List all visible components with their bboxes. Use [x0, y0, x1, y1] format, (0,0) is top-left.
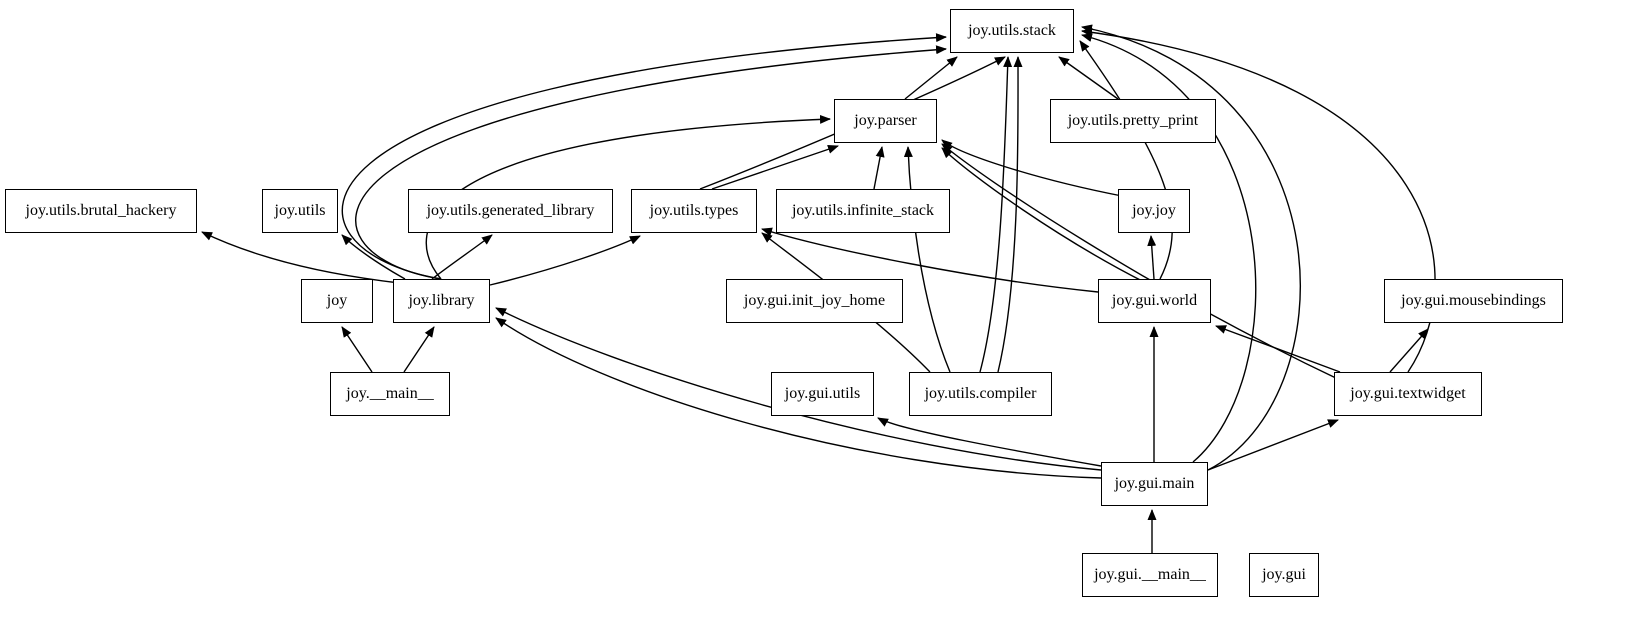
node-label: joy.utils.types — [649, 202, 739, 219]
node-label: joy.utils.pretty_print — [1067, 112, 1199, 129]
node-label: joy.parser — [854, 112, 917, 129]
edge-textwidget-to-guiworld — [1215, 325, 1341, 373]
node-label: joy.utils — [274, 202, 326, 219]
edge-guiworld-to-types — [761, 227, 1099, 293]
node-label: joy.joy — [1132, 202, 1176, 219]
node-joy-gui-dunder-main[interactable]: joy.gui.__main__ — [1082, 553, 1218, 597]
node-label: joy.gui.init_joy_home — [743, 292, 886, 309]
edge-compiler-to-stack-a — [979, 56, 1013, 373]
node-label: joy — [326, 292, 348, 309]
edge-guimain-to-stack-b — [1081, 24, 1302, 471]
edge-library-to-utils — [341, 234, 406, 280]
edge-prettyprint-to-stack — [1058, 56, 1119, 100]
edge-guiworld-to-parser — [941, 147, 1151, 286]
node-label: joy.utils.generated_library — [426, 202, 595, 219]
node-joy-utils-compiler[interactable]: joy.utils.compiler — [909, 372, 1052, 416]
node-joy-utils[interactable]: joy.utils — [262, 189, 338, 233]
edges — [201, 24, 1436, 553]
node-label: joy.gui.mousebindings — [1401, 292, 1546, 309]
node-joy[interactable]: joy — [301, 279, 373, 323]
node-joy-gui[interactable]: joy.gui — [1249, 553, 1319, 597]
node-joy-utils-brutal-hackery[interactable]: joy.utils.brutal_hackery — [5, 189, 197, 233]
node-joy-utils-pretty-print[interactable]: joy.utils.pretty_print — [1050, 99, 1216, 143]
node-joy-gui-utils[interactable]: joy.gui.utils — [771, 372, 874, 416]
edge-types-to-parser — [711, 144, 839, 190]
edge-infinitestack-to-parser — [873, 146, 885, 190]
edge-library-to-generatedlibrary — [431, 234, 493, 280]
node-label: joy.utils.stack — [968, 22, 1056, 39]
edge-guimain-to-library-a — [495, 307, 1102, 471]
node-joy-utils-types[interactable]: joy.utils.types — [631, 189, 757, 233]
node-joy-utils-infinite-stack[interactable]: joy.utils.infinite_stack — [776, 189, 950, 233]
node-label: joy.library — [408, 292, 475, 309]
node-label: joy.gui.world — [1111, 292, 1198, 309]
edge-main-to-library — [403, 326, 435, 373]
edge-guimain-to-library-b — [495, 317, 1102, 479]
edge-textwidget-to-parser — [941, 143, 1341, 381]
node-joy-joy[interactable]: joy.joy — [1118, 189, 1190, 233]
edge-library-to-parser — [425, 114, 831, 280]
node-joy-utils-stack[interactable]: joy.utils.stack — [950, 9, 1074, 53]
node-joy-gui-world[interactable]: joy.gui.world — [1098, 279, 1211, 323]
edge-guiworld-to-stack — [1079, 40, 1173, 280]
edge-guimain-to-guiutils — [877, 417, 1102, 467]
edge-guimain-to-textwidget — [1207, 419, 1339, 471]
edge-library-to-stack-b — [355, 45, 947, 280]
node-joy-gui-textwidget[interactable]: joy.gui.textwidget — [1334, 372, 1482, 416]
edge-compiler-to-parser — [903, 146, 951, 373]
edge-guimain-to-stack-a — [1081, 33, 1257, 463]
node-label: joy.gui.main — [1114, 475, 1195, 492]
node-joy-gui-main[interactable]: joy.gui.main — [1101, 462, 1208, 506]
edge-library-to-brutalhackery — [201, 231, 401, 284]
node-label: joy.utils.brutal_hackery — [25, 202, 177, 219]
node-joy-gui-init-joy-home[interactable]: joy.gui.init_joy_home — [726, 279, 903, 323]
node-joy-gui-mousebindings[interactable]: joy.gui.mousebindings — [1384, 279, 1563, 323]
edge-main-to-joy — [341, 326, 373, 373]
edge-textwidget-to-mousebindings — [1389, 328, 1429, 373]
node-label: joy.__main__ — [346, 385, 434, 402]
edge-compiler-to-stack-b — [997, 56, 1023, 373]
node-joy-parser[interactable]: joy.parser — [834, 99, 937, 143]
node-joy-dunder-main[interactable]: joy.__main__ — [330, 372, 450, 416]
edge-textwidget-to-stack — [1081, 27, 1436, 373]
node-label: joy.gui — [1262, 566, 1306, 583]
edge-library-to-stack-a — [341, 33, 947, 280]
node-label: joy.utils.infinite_stack — [791, 202, 935, 219]
edge-joyjoy-to-parser — [941, 139, 1123, 197]
node-label: joy.gui.__main__ — [1094, 566, 1206, 583]
edge-parser-to-stack — [904, 56, 958, 100]
edge-guiworld-to-joyjoy — [1147, 235, 1157, 280]
node-joy-utils-generated-library[interactable]: joy.utils.generated_library — [408, 189, 613, 233]
node-label: joy.gui.utils — [784, 385, 861, 402]
node-joy-library[interactable]: joy.library — [393, 279, 490, 323]
node-label: joy.utils.compiler — [924, 385, 1037, 402]
edge-library-to-types — [489, 235, 641, 286]
node-label: joy.gui.textwidget — [1350, 385, 1466, 402]
